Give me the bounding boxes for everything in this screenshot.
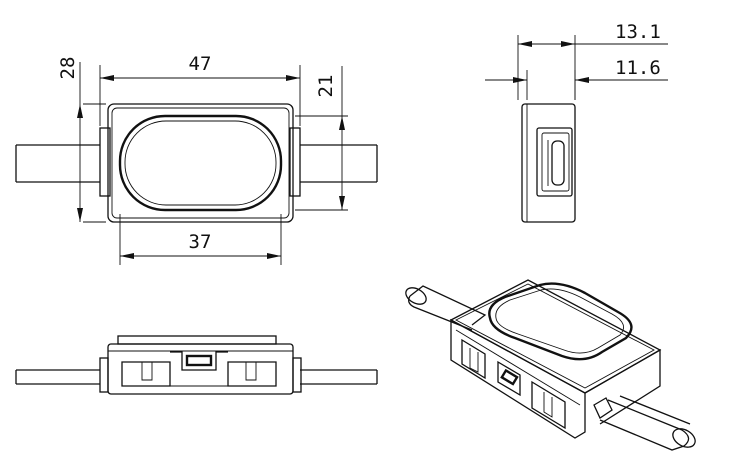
top-view-cable bbox=[15, 144, 378, 183]
front-view-port bbox=[185, 354, 213, 367]
isometric-right-face bbox=[584, 348, 661, 425]
isometric-port bbox=[497, 360, 521, 397]
dimension-length: 47 bbox=[99, 53, 301, 126]
dimension-width-label: 28 bbox=[57, 57, 79, 80]
side-view-wire-port bbox=[551, 140, 565, 186]
top-view-lens bbox=[118, 114, 283, 212]
isometric-cable-front bbox=[599, 395, 696, 451]
top-view: 47 28 37 21 bbox=[15, 53, 378, 265]
front-view bbox=[15, 335, 378, 395]
dimension-inner-width-label: 21 bbox=[315, 75, 337, 98]
front-view-lip bbox=[117, 335, 277, 345]
dimension-depth-body: 11.6 bbox=[485, 57, 668, 100]
dimension-inner-length: 37 bbox=[119, 214, 282, 265]
dimension-length-label: 47 bbox=[189, 53, 212, 75]
dimension-inner-width: 21 bbox=[295, 66, 348, 211]
dimension-depth-body-label: 11.6 bbox=[615, 57, 661, 79]
top-view-left-tab bbox=[99, 127, 111, 197]
dimension-inner-length-label: 37 bbox=[189, 231, 212, 253]
side-view: 13.1 11.6 bbox=[485, 21, 668, 223]
top-view-housing bbox=[107, 103, 294, 223]
top-view-right-tab bbox=[289, 127, 301, 197]
isometric-cable-rear bbox=[405, 285, 487, 331]
front-view-right-slot bbox=[227, 361, 277, 387]
isometric-view bbox=[405, 279, 696, 451]
dimension-depth-total: 13.1 bbox=[517, 21, 668, 100]
isometric-front-face bbox=[450, 318, 586, 439]
isometric-side-clip bbox=[593, 397, 613, 419]
side-view-body bbox=[521, 103, 576, 223]
dimension-depth-total-label: 13.1 bbox=[615, 21, 661, 43]
dimension-width: 28 bbox=[57, 57, 106, 223]
isometric-lens bbox=[488, 282, 633, 361]
side-view-connector bbox=[536, 127, 573, 197]
front-view-left-slot bbox=[121, 361, 171, 387]
